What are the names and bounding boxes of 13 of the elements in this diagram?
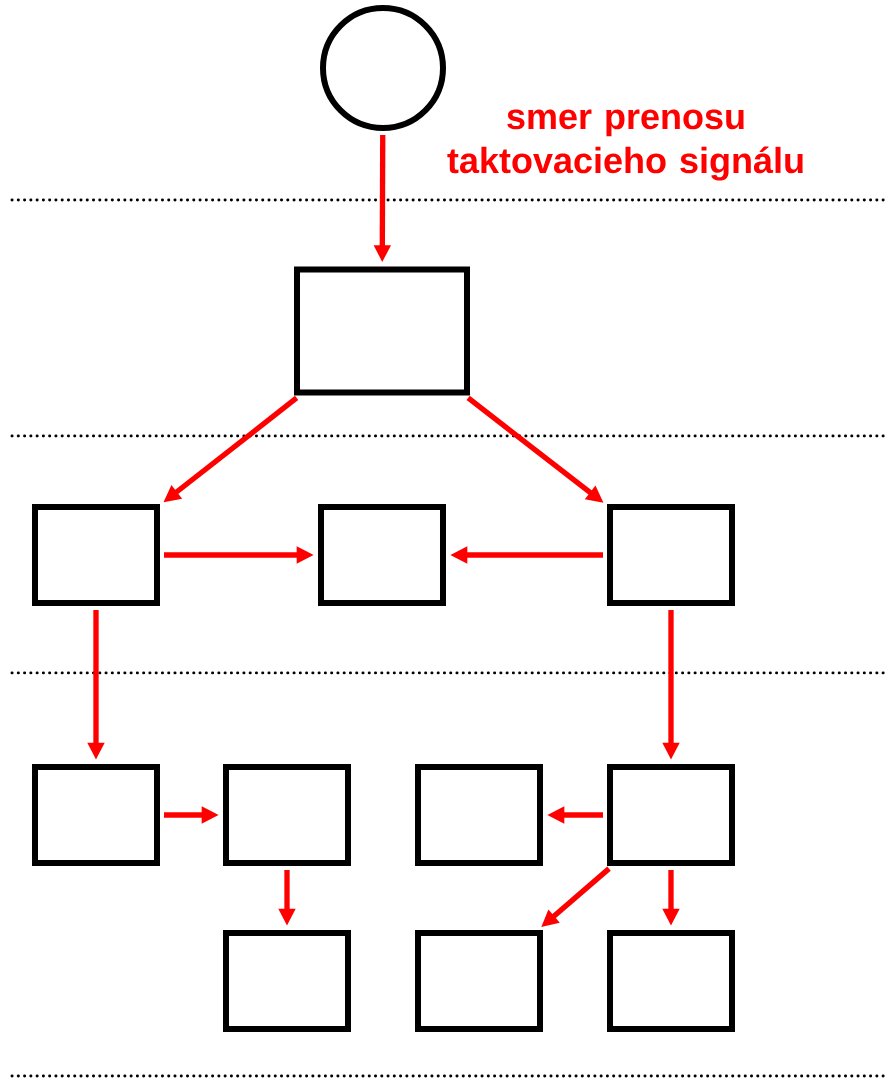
- box: [32, 764, 160, 866]
- box: [32, 504, 160, 606]
- box: [318, 504, 446, 606]
- circle: [320, 5, 446, 131]
- box: [607, 930, 735, 1032]
- box: [415, 930, 543, 1032]
- box: [223, 930, 351, 1032]
- box: [607, 504, 735, 606]
- box: [607, 764, 735, 866]
- direction-note: smer prenosu taktovacieho signálu: [447, 109, 803, 181]
- box: [223, 764, 351, 866]
- box: [294, 266, 470, 396]
- box: [415, 764, 543, 866]
